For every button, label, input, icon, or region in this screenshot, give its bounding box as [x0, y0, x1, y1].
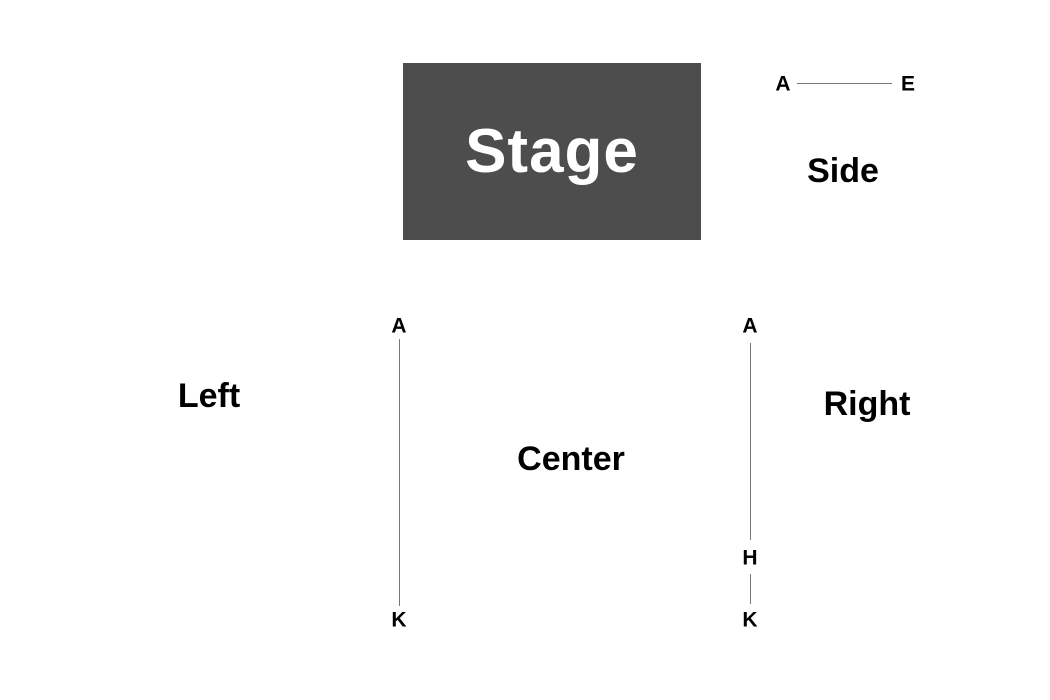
- section-label-center: Center: [517, 440, 625, 478]
- right-row-middle-label: H: [742, 546, 758, 570]
- side-row-start-label: A: [775, 72, 791, 96]
- section-label-left: Left: [177, 377, 241, 415]
- side-row-range-line: [797, 83, 892, 84]
- right-row-range-line-upper: [750, 343, 751, 540]
- section-label-side: Side: [807, 152, 879, 190]
- right-row-start-label: A: [742, 314, 758, 338]
- center-row-start-label: A: [391, 314, 407, 338]
- center-row-range-line: [399, 339, 400, 606]
- right-row-range-line-lower: [750, 574, 751, 604]
- right-row-end-label: K: [742, 608, 758, 632]
- section-label-right: Right: [823, 385, 911, 423]
- side-row-end-label: E: [900, 72, 916, 96]
- stage: Stage: [403, 63, 701, 240]
- stage-label: Stage: [465, 116, 639, 186]
- center-row-end-label: K: [391, 608, 407, 632]
